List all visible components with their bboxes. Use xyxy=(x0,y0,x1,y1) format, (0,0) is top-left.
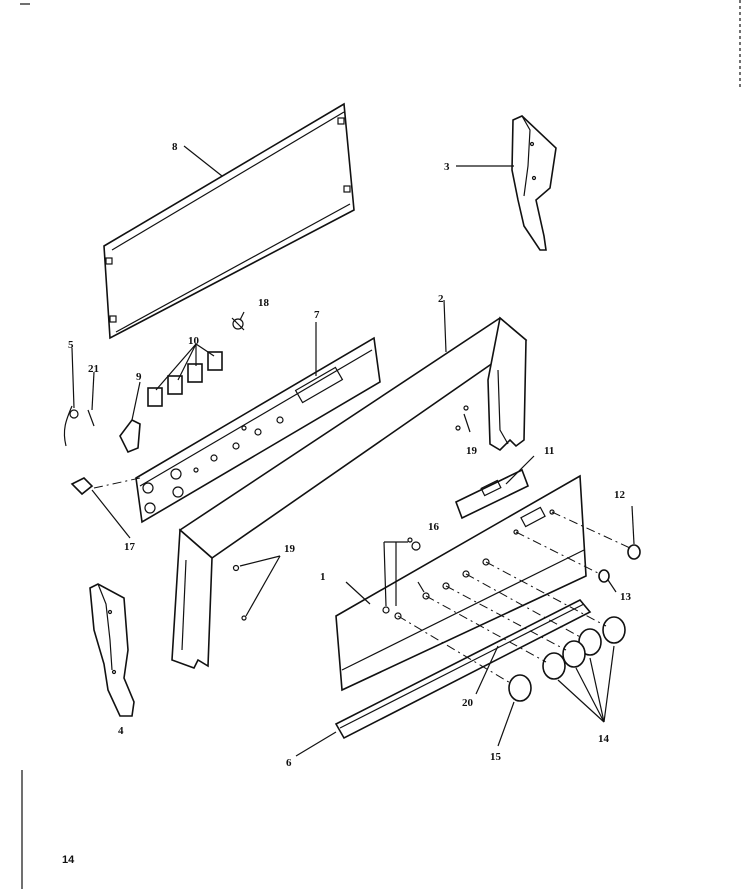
callout-7: 7 xyxy=(314,309,320,321)
callout-6: 6 xyxy=(286,757,292,769)
callout-13: 13 xyxy=(620,591,632,603)
callout-19-lower: 19 xyxy=(284,543,296,555)
callout-2: 2 xyxy=(438,293,444,305)
part-14-knobs xyxy=(542,616,626,680)
callout-4: 4 xyxy=(118,725,124,737)
callout-17: 17 xyxy=(124,541,136,553)
callout-19-upper: 19 xyxy=(466,445,478,457)
part-8-rear-panel xyxy=(103,102,355,340)
part-21-screw xyxy=(87,409,95,427)
part-3-right-bracket xyxy=(511,115,557,251)
part-6-trim-strip xyxy=(334,598,592,740)
callout-10: 10 xyxy=(188,335,200,347)
callout-8: 8 xyxy=(172,141,178,153)
page-number: 14 xyxy=(62,854,75,866)
leader-lines xyxy=(71,145,635,757)
callout-5: 5 xyxy=(68,339,74,351)
part-4-left-bracket xyxy=(89,583,135,717)
callout-15: 15 xyxy=(490,751,502,763)
part-16-screws xyxy=(407,537,421,551)
part-19-screws xyxy=(232,405,469,621)
callout-14: 14 xyxy=(598,733,610,745)
part-9-switch-body xyxy=(119,418,141,454)
callout-16: 16 xyxy=(428,521,440,533)
callout-18: 18 xyxy=(258,297,270,309)
callout-labels: 8 3 2 18 7 10 5 21 9 19 11 12 17 16 19 1… xyxy=(68,141,632,769)
projection-lines xyxy=(397,511,631,685)
callout-21: 21 xyxy=(88,363,99,375)
part-10-switches xyxy=(147,351,223,407)
scan-edge-marks xyxy=(20,0,741,889)
part-18-screw xyxy=(231,317,245,331)
part-12-cap xyxy=(627,544,641,560)
part-1-front-panel xyxy=(335,474,587,692)
callout-11: 11 xyxy=(544,445,554,457)
part-2-backguard-housing xyxy=(171,316,528,669)
part-15-knob xyxy=(508,674,532,702)
part-13-bushing xyxy=(598,569,610,583)
part-11-clock xyxy=(454,468,530,520)
part-5-wire xyxy=(63,405,79,447)
part-7-control-plate xyxy=(135,336,381,524)
callout-12: 12 xyxy=(614,489,626,501)
callout-9: 9 xyxy=(136,371,142,383)
part-17-socket xyxy=(70,477,141,496)
callout-20: 20 xyxy=(462,697,474,709)
callout-1: 1 xyxy=(320,571,326,583)
callout-3: 3 xyxy=(444,161,450,173)
